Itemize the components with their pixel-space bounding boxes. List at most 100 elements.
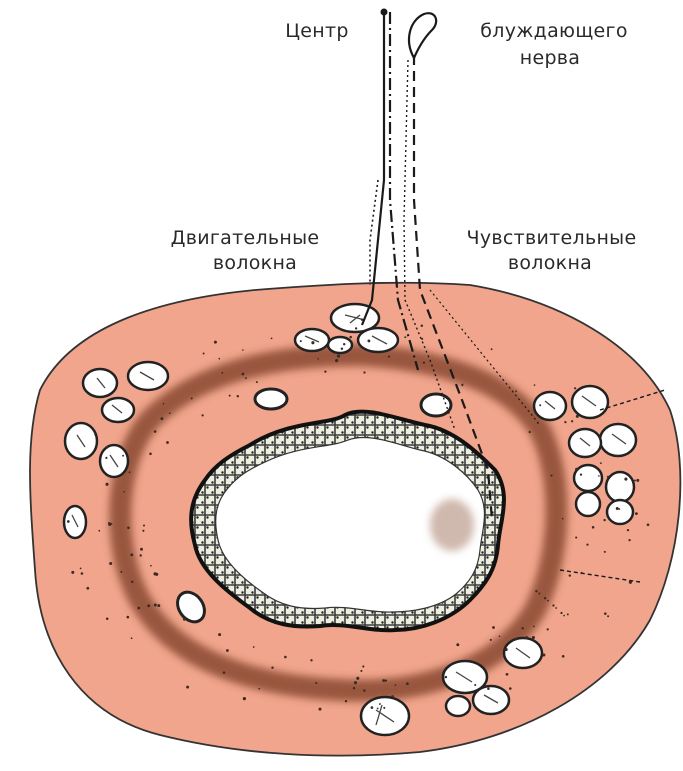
- speckle-dot: [592, 526, 595, 529]
- speckle-dot: [377, 708, 379, 710]
- speckle-dot: [509, 687, 512, 690]
- speckle-dot: [492, 626, 495, 629]
- speckle-dot: [110, 523, 112, 525]
- speckle-dot: [67, 520, 70, 523]
- speckle-dot: [271, 666, 273, 668]
- speckle-dot: [616, 455, 618, 457]
- speckle-dot: [580, 473, 582, 475]
- speckle-dot: [542, 654, 545, 657]
- speckle-dot: [154, 604, 157, 607]
- speckle-dot: [123, 491, 125, 493]
- speckle-dot: [560, 612, 562, 614]
- speckle-dot: [140, 554, 142, 556]
- speckle-dot: [575, 468, 578, 471]
- speckle-dot: [598, 475, 600, 477]
- speckle-dot: [223, 671, 226, 674]
- speckle-dot: [382, 679, 385, 682]
- motor-fibers-label-line2: волокна: [175, 252, 335, 275]
- speckle-dot: [361, 319, 363, 321]
- speckle-dot: [355, 327, 357, 329]
- speckle-dot: [137, 607, 140, 610]
- motor-fibers-label-line1: Двигательные: [130, 227, 360, 250]
- speckle-dot: [147, 604, 150, 607]
- speckle-dot: [634, 480, 636, 482]
- speckle-dot: [284, 656, 287, 659]
- speckle-dot: [214, 341, 217, 344]
- speckle-dot: [636, 479, 639, 482]
- speckle-dot: [487, 687, 490, 690]
- speckle-dot: [550, 475, 552, 477]
- speckle-dot: [569, 574, 571, 576]
- speckle-dot: [627, 529, 629, 531]
- speckle-dot: [575, 537, 577, 539]
- speckle-dot: [253, 646, 255, 648]
- speckle-dot: [628, 539, 630, 541]
- speckle-dot: [499, 636, 501, 638]
- speckle-dot: [618, 508, 620, 510]
- speckle-dot: [226, 649, 229, 652]
- speckle-dot: [94, 434, 96, 436]
- speckle-dot: [256, 381, 258, 383]
- speckle-dot: [423, 361, 425, 363]
- speckle-dot: [150, 565, 152, 567]
- speckle-dot: [140, 548, 143, 551]
- speckle-dot: [445, 676, 447, 678]
- speckle-dot: [157, 604, 160, 607]
- speckle-dot: [169, 412, 171, 414]
- speckle-dot: [218, 358, 220, 360]
- speckle-dot: [149, 453, 152, 456]
- speckle-dot: [360, 670, 362, 672]
- speckle-dot: [404, 336, 406, 338]
- speckle-dot: [105, 457, 107, 459]
- speckle-dot: [576, 415, 579, 418]
- speckle-dot: [567, 613, 569, 615]
- speckle-dot: [155, 573, 158, 576]
- speckle-dot: [537, 422, 539, 424]
- speckle-dot: [300, 340, 302, 342]
- speckle-dot: [166, 441, 169, 444]
- speckle-dot: [106, 617, 109, 620]
- speckle-dot: [221, 372, 223, 374]
- speckle-dot: [271, 338, 273, 340]
- speckle-dot: [562, 655, 565, 658]
- vessel-oval: [255, 389, 287, 409]
- speckle-dot: [647, 524, 650, 527]
- speckle-dot: [421, 324, 423, 326]
- speckle-dot: [71, 571, 74, 574]
- speckle-dot: [356, 677, 359, 680]
- speckle-dot: [607, 615, 609, 617]
- speckle-dot: [600, 462, 602, 464]
- speckle-dot: [616, 507, 619, 510]
- speckle-dot: [580, 572, 582, 574]
- speckle-dot: [80, 568, 82, 570]
- speckle-dot: [379, 703, 381, 705]
- vagus-label-line1: блуждающего: [444, 20, 664, 43]
- speckle-dot: [242, 349, 244, 351]
- speckle-dot: [544, 597, 546, 599]
- speckle-dot: [563, 615, 565, 617]
- speckle-dot: [343, 343, 345, 345]
- speckle-dot: [574, 387, 576, 389]
- speckle-dot: [120, 571, 122, 573]
- speckle-dot: [515, 390, 517, 392]
- speckle-dot: [385, 679, 387, 681]
- speckle-dot: [354, 681, 357, 684]
- speckle-dot: [218, 633, 221, 636]
- speckle-dot: [395, 684, 397, 686]
- speckle-dot: [539, 404, 541, 406]
- speckle-dot: [564, 421, 566, 423]
- speckle-dot: [317, 358, 319, 360]
- motor-fiber-solid: [362, 12, 384, 325]
- speckle-dot: [533, 626, 535, 628]
- speckle-dot: [474, 684, 476, 686]
- speckle-dot: [341, 347, 343, 349]
- speckle-dot: [335, 359, 338, 362]
- speckle-dot: [603, 519, 605, 521]
- speckle-dot: [383, 707, 385, 709]
- speckle-dot: [126, 616, 129, 619]
- vagus-loop: [409, 13, 436, 58]
- speckle-dot: [242, 373, 245, 376]
- speckle-dot: [130, 553, 133, 556]
- speckle-dot: [203, 353, 205, 355]
